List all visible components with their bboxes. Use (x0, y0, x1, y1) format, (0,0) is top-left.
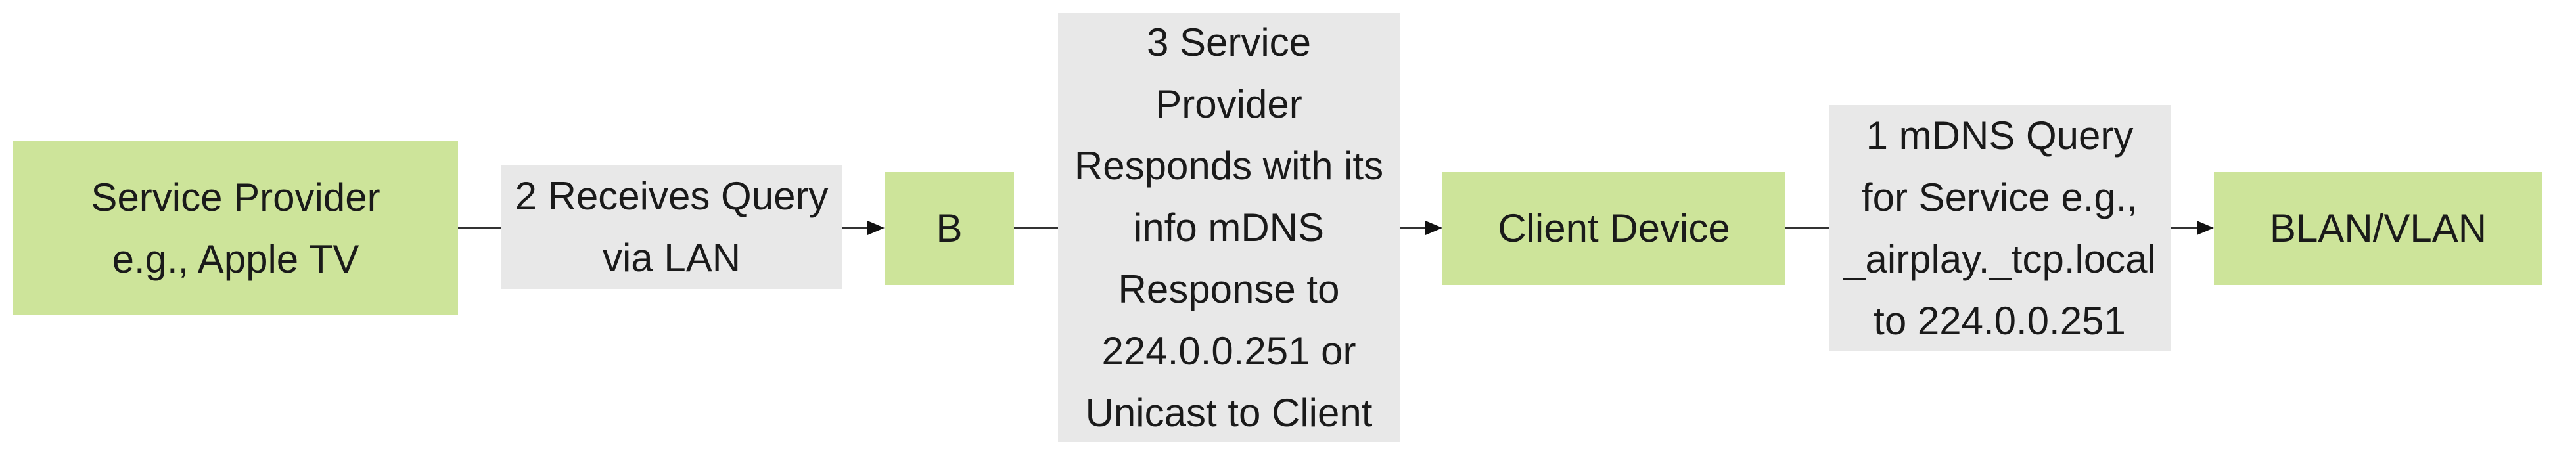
connector-responds-to-client-device (1400, 227, 1427, 229)
service-provider-node: Service Provider e.g., Apple TV (13, 141, 458, 315)
service-provider-responds-label-box: 3 Service Provider Responds with its inf… (1058, 13, 1400, 442)
connector-b-to-responds (1014, 227, 1058, 229)
connector-mdns-query-to-blan-vlan (2171, 227, 2198, 229)
mdns-query-label-box: 1 mDNS Query for Service e.g., _airplay.… (1829, 105, 2171, 351)
service-provider-responds-text: 3 Service Provider Responds with its inf… (1074, 20, 1384, 435)
connector-client-device-to-mdns-query (1785, 227, 1829, 229)
receives-query-text: 2 Receives Query via LAN (515, 174, 829, 280)
connector-service-provider-to-receives-query (458, 227, 501, 229)
client-device-node: Client Device (1442, 172, 1785, 285)
arrowhead-into-client-device (1425, 221, 1442, 235)
mdns-query-text: 1 mDNS Query for Service e.g., _airplay.… (1843, 113, 2156, 343)
connector-receives-query-to-b (842, 227, 869, 229)
b-node: B (885, 172, 1014, 285)
blan-vlan-label: BLAN/VLAN (2269, 206, 2487, 250)
arrowhead-into-b (867, 221, 885, 235)
client-device-label: Client Device (1498, 206, 1730, 250)
arrowhead-into-blan-vlan (2197, 221, 2214, 235)
b-label: B (936, 206, 963, 250)
receives-query-label-box: 2 Receives Query via LAN (501, 165, 842, 289)
blan-vlan-node: BLAN/VLAN (2214, 172, 2542, 285)
service-provider-label: Service Provider e.g., Apple TV (91, 175, 380, 281)
